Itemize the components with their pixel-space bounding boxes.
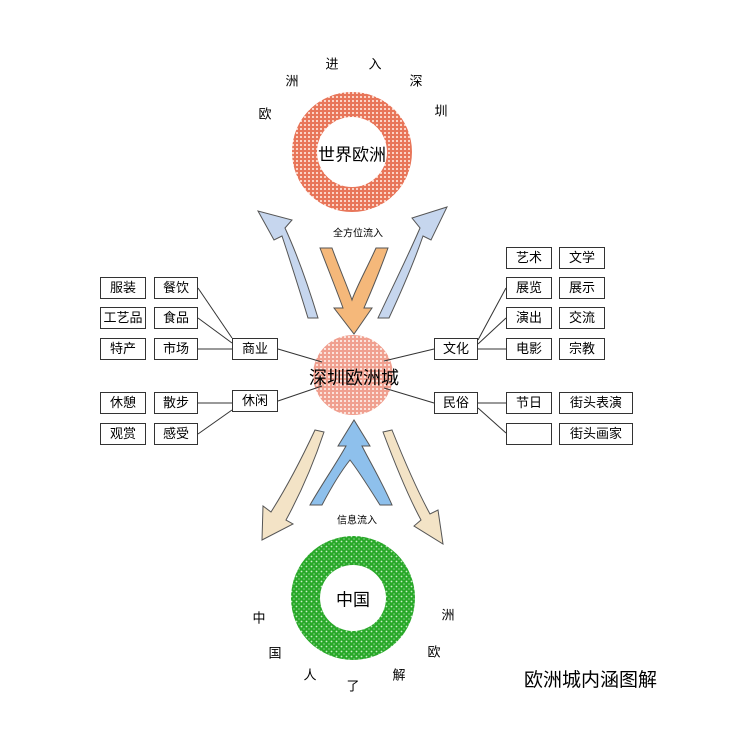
bottom-arc-char: 欧 <box>427 645 441 661</box>
item-box-clothing: 服装 <box>100 277 146 299</box>
top-ring <box>292 92 412 212</box>
flow-label-bottom: 信息流入 <box>337 515 377 527</box>
top-arc-char: 圳 <box>434 104 448 120</box>
item-box-market: 市场 <box>154 338 198 360</box>
item-box-art: 艺术 <box>506 247 552 269</box>
item-box-rest: 休憩 <box>100 392 146 414</box>
item-box-performance: 演出 <box>506 307 552 329</box>
item-box-street-painter: 街头画家 <box>559 423 633 445</box>
center-label: 深圳欧洲城 <box>309 368 399 389</box>
item-box-display: 展示 <box>559 277 605 299</box>
category-box-leisure: 休闲 <box>232 390 278 412</box>
item-box-crafts: 工艺品 <box>100 307 146 329</box>
right-connectors <box>383 287 507 434</box>
top-arc-char: 入 <box>368 57 382 73</box>
bottom-ring-label: 中国 <box>336 590 370 611</box>
top-ring-label: 世界欧洲 <box>318 145 386 166</box>
bottom-arc-char: 人 <box>303 668 317 684</box>
item-box-empty <box>506 423 552 445</box>
arrow-down-right <box>382 429 444 545</box>
left-connectors <box>197 287 323 435</box>
bottom-arc-char: 了 <box>346 679 360 695</box>
item-box-sightseeing: 观赏 <box>100 423 146 445</box>
item-box-religion: 宗教 <box>559 338 605 360</box>
diagram-caption: 欧洲城内涵图解 <box>524 669 658 691</box>
bottom-ring <box>291 536 415 660</box>
bottom-arc-char: 中 <box>252 611 266 627</box>
category-box-commerce: 商业 <box>232 338 278 360</box>
item-box-street-performance: 街头表演 <box>559 392 633 414</box>
bottom-arc-char: 解 <box>392 668 406 684</box>
arrow-split-up <box>309 419 393 506</box>
bottom-arc-char: 洲 <box>441 608 455 624</box>
item-box-film: 电影 <box>506 338 552 360</box>
arrow-up-left <box>256 210 319 319</box>
top-arc-char: 洲 <box>285 74 299 90</box>
item-box-exchange: 交流 <box>559 307 605 329</box>
arrow-down-left <box>261 429 325 541</box>
item-box-festival: 节日 <box>506 392 552 414</box>
arrow-merge-down <box>319 247 389 335</box>
item-box-experience: 感受 <box>154 423 198 445</box>
item-box-literature: 文学 <box>559 247 605 269</box>
top-arc-char: 欧 <box>258 107 272 123</box>
item-box-specialty: 特产 <box>100 338 146 360</box>
top-arc-char: 深 <box>409 74 423 90</box>
category-box-folk: 民俗 <box>434 392 478 414</box>
bottom-arc-char: 国 <box>268 646 282 662</box>
center-circle <box>313 335 393 415</box>
item-box-exhibition: 展览 <box>506 277 552 299</box>
arrow-up-right <box>377 206 448 319</box>
flow-label-top: 全方位流入 <box>333 228 383 240</box>
item-box-dining: 餐饮 <box>154 277 198 299</box>
category-box-culture: 文化 <box>434 338 478 360</box>
item-box-food: 食品 <box>154 307 198 329</box>
top-arc-char: 进 <box>325 57 339 73</box>
item-box-stroll: 散步 <box>154 392 198 414</box>
